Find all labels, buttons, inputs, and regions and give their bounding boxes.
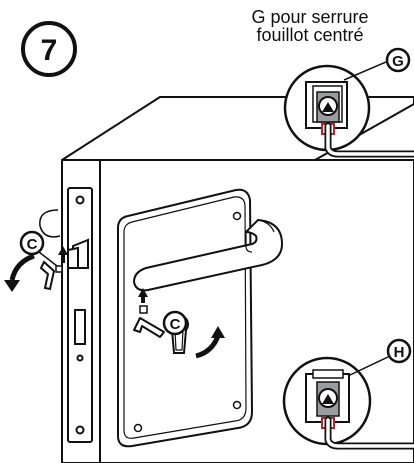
rotation-guide-icon (39, 209, 61, 238)
callout-c-lower: C (162, 310, 188, 336)
hex-key-handle-icon (133, 317, 165, 338)
callout-h-label: H (394, 344, 405, 361)
heading-line-2: fouillot centré (256, 25, 364, 45)
callout-c-lower-label: C (170, 316, 181, 333)
heading-line-1: G pour serrure (251, 7, 369, 27)
detail-heading: G pour serrure fouillot centré (240, 8, 380, 44)
detail-h: H (282, 338, 414, 450)
detail-g: G (283, 47, 414, 158)
step-number: 7 (41, 34, 58, 67)
lever-handle (133, 219, 283, 292)
callout-g-label: G (392, 53, 404, 70)
callout-c-upper-label: C (27, 236, 38, 253)
hex-key-edge-icon (39, 260, 56, 291)
edge-set-screw (55, 246, 79, 273)
callout-c-upper: C (19, 230, 58, 267)
lock-faceplate (67, 187, 93, 443)
step-badge: 7 (21, 21, 77, 77)
rotate-arrow-handle-icon (195, 326, 225, 359)
handle-set-screw (138, 288, 148, 314)
rotate-arrow-edge-icon (4, 253, 35, 292)
